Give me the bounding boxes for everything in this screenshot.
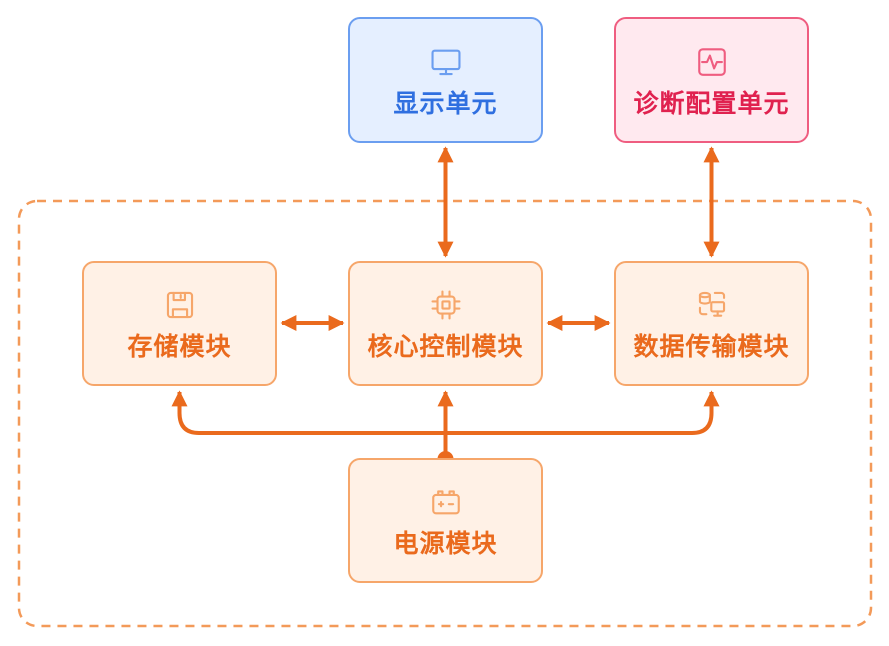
core-control-module-node: 核心控制模块 xyxy=(348,261,543,386)
edge-power-storage xyxy=(171,390,446,435)
storage-module-node: 存储模块 xyxy=(82,261,277,386)
cpu-chip-icon xyxy=(430,290,461,320)
data-transfer-module-node: 数据传输模块 xyxy=(614,261,809,386)
diagnostic-config-unit-node: 诊断配置单元 xyxy=(614,17,809,143)
diagnostic-config-unit-label: 诊断配置单元 xyxy=(633,88,790,118)
edge-power-data xyxy=(445,390,720,435)
floppy-disk-icon xyxy=(166,291,193,319)
display-unit-node: 显示单元 xyxy=(348,17,543,143)
battery-icon xyxy=(431,490,460,515)
monitor-icon xyxy=(430,49,461,75)
core-control-module-label: 核心控制模块 xyxy=(367,332,524,361)
storage-module-label: 存储模块 xyxy=(127,332,232,361)
pulse-monitor-icon xyxy=(697,47,726,76)
power-module-node: 电源模块 xyxy=(348,458,543,583)
power-module-label: 电源模块 xyxy=(393,529,498,558)
data-transfer-module-label: 数据传输模块 xyxy=(633,332,790,361)
data-transfer-icon xyxy=(698,291,725,317)
display-unit-label: 显示单元 xyxy=(393,88,498,118)
